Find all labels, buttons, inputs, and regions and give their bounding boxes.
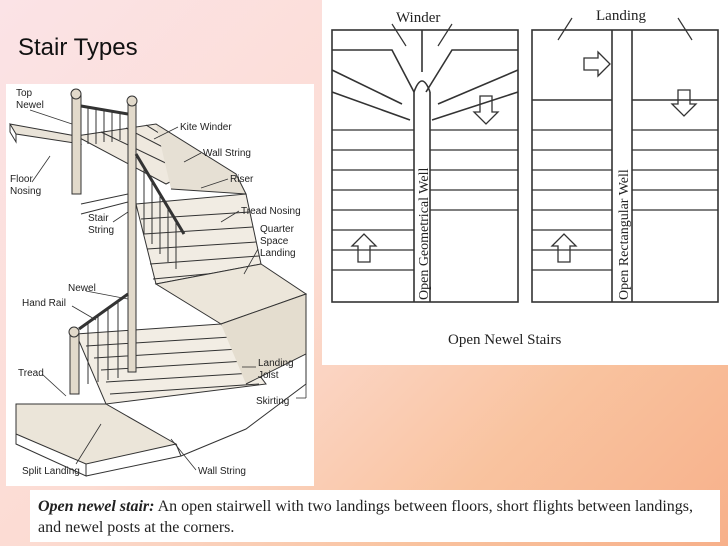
label-tread: Tread xyxy=(18,368,44,379)
stair-illustration-svg: Top Newel Kite Winder Wall String Floor … xyxy=(9,88,308,477)
label-landing-joist-1: Landing xyxy=(258,358,294,369)
label-wall-string-bottom: Wall String xyxy=(198,466,246,477)
stair-illustration: Top Newel Kite Winder Wall String Floor … xyxy=(6,84,314,486)
slide-title: Stair Types xyxy=(18,34,138,61)
label-landing-joist-2: Joist xyxy=(258,370,279,381)
label-quarter-space-1: Quarter xyxy=(260,224,295,235)
label-floor-nosing-1: Floor xyxy=(10,174,33,185)
label-landing: Landing xyxy=(596,8,646,24)
label-skirting: Skirting xyxy=(256,396,289,407)
label-top-newel-1: Top xyxy=(16,88,33,99)
label-tread-nosing: Tread Nosing xyxy=(241,206,301,217)
label-kite-winder: Kite Winder xyxy=(180,122,232,133)
label-plan-title: Open Newel Stairs xyxy=(448,332,561,348)
label-open-geometrical-well: Open Geometrical Well xyxy=(417,168,432,300)
label-quarter-space-2: Space xyxy=(260,236,289,247)
stair-plan-drawing: Winder Landing Open Geometrical Well Ope… xyxy=(322,0,728,365)
caption-body: An open stairwell with two landings betw… xyxy=(38,498,694,536)
label-split-landing: Split Landing xyxy=(22,466,80,477)
label-winder: Winder xyxy=(396,10,440,26)
label-riser: Riser xyxy=(230,174,254,185)
label-stair-string-2: String xyxy=(88,225,114,236)
caption: Open newel stair: An open stairwell with… xyxy=(38,496,718,538)
caption-term: Open newel stair: xyxy=(38,498,155,515)
label-quarter-space-3: Landing xyxy=(260,248,296,259)
label-floor-nosing-2: Nosing xyxy=(10,186,41,197)
label-open-rectangular-well: Open Rectangular Well xyxy=(617,169,632,300)
stair-plan-svg: Winder Landing Open Geometrical Well Ope… xyxy=(331,8,719,348)
caption-box: Open newel stair: An open stairwell with… xyxy=(30,490,720,542)
label-stair-string-1: Stair xyxy=(88,213,109,224)
label-wall-string-top: Wall String xyxy=(203,148,251,159)
label-top-newel-2: Newel xyxy=(16,100,44,111)
label-newel: Newel xyxy=(68,283,96,294)
label-hand-rail: Hand Rail xyxy=(22,298,66,309)
